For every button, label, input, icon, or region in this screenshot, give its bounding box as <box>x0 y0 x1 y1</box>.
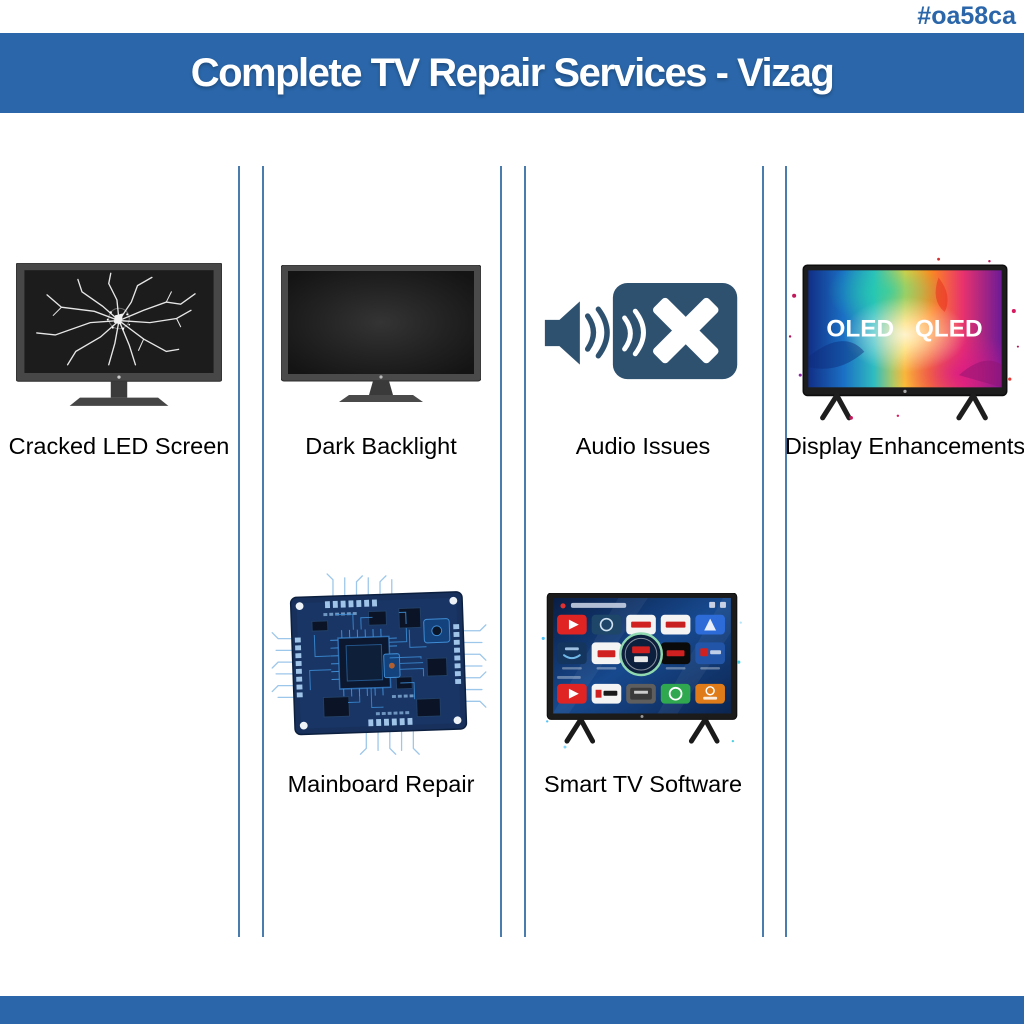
service-label: Display Enhancements <box>784 433 1024 459</box>
service-card-dark-backlight: Dark Backlight <box>262 255 500 475</box>
service-card-smart-tv-software: Smart TV Software <box>524 565 762 815</box>
service-label: Mainboard Repair <box>287 771 475 797</box>
divider-line <box>762 166 764 937</box>
service-card-display-enhancements: OLED QLED Display Enhancements <box>785 255 1024 475</box>
service-label: Audio Issues <box>575 433 711 459</box>
service-card-cracked-screen: Cracked LED Screen <box>0 255 238 475</box>
footer-bar <box>0 996 1024 1024</box>
paint-splatter-dots <box>788 257 1019 420</box>
service-card-audio-issues: Audio Issues <box>524 255 762 475</box>
service-label: Dark Backlight <box>305 433 457 459</box>
divider-line <box>785 166 787 937</box>
dark-backlight-tv-icon <box>262 265 500 407</box>
cracked-tv-icon <box>0 263 238 410</box>
service-label: Smart TV Software <box>543 771 743 797</box>
divider-line <box>262 166 264 937</box>
oled-screen-label: OLED <box>826 315 894 342</box>
page-title: Complete TV Repair Services - Vizag <box>190 50 835 95</box>
speaker-muted-icon <box>524 281 762 385</box>
qled-screen-label: QLED <box>915 315 983 342</box>
header-banner: Complete TV Repair Services - Vizag <box>0 33 1024 113</box>
service-card-mainboard-repair: Mainboard Repair <box>262 565 500 815</box>
divider-line <box>500 166 502 937</box>
divider-line <box>238 166 240 937</box>
divider-line <box>524 166 526 937</box>
cyan-splatter-dots <box>541 621 742 749</box>
oled-qled-tv-icon: OLED QLED <box>786 255 1024 423</box>
circuit-board-icon <box>262 570 500 766</box>
service-label: Cracked LED Screen <box>8 433 230 459</box>
image-id-tag: #oa58ca <box>917 2 1016 30</box>
smart-tv-apps-icon <box>524 593 762 751</box>
